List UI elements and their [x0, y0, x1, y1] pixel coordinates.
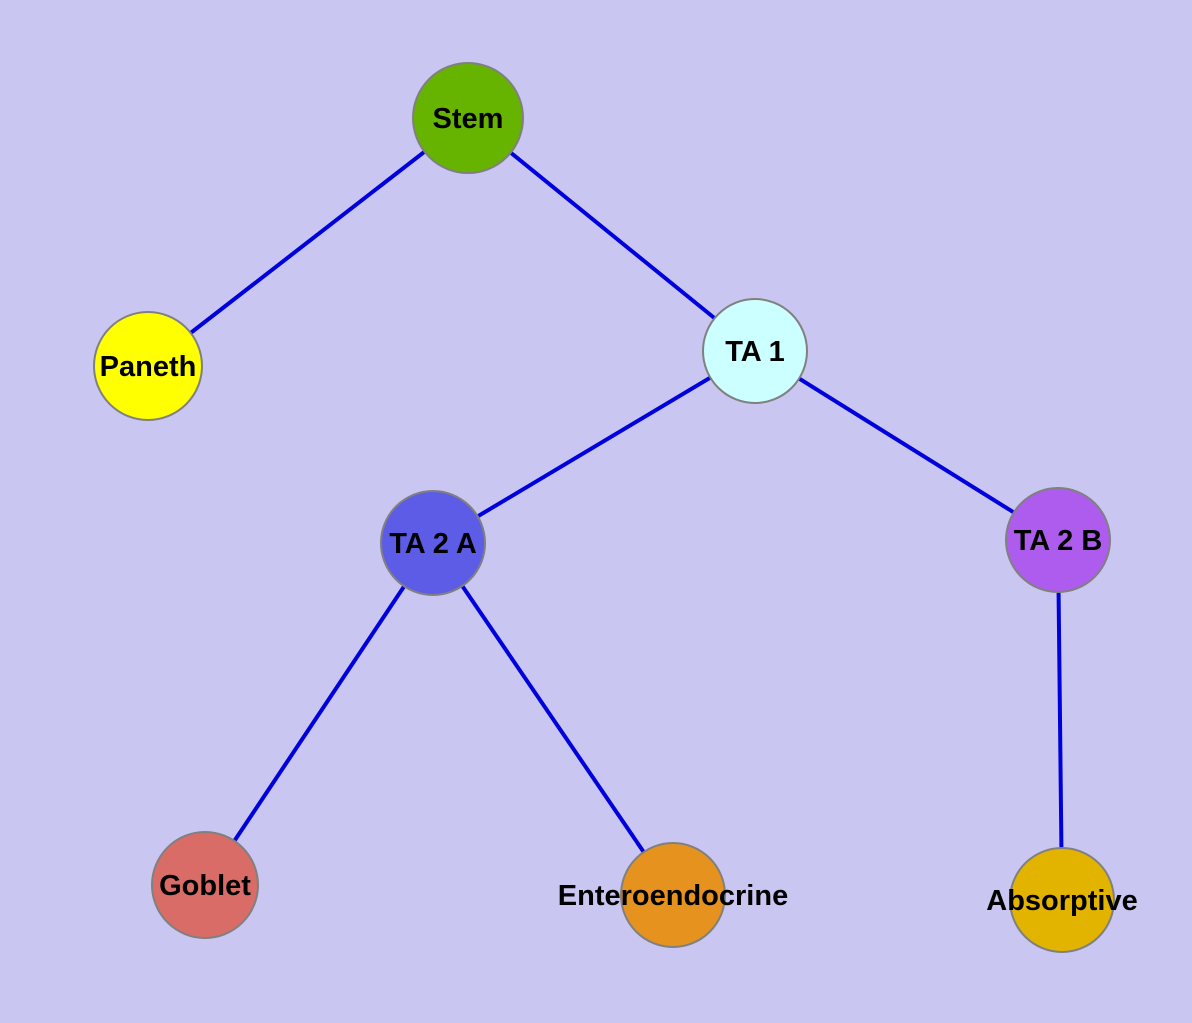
edge-ta1-ta2a	[431, 349, 757, 545]
edges-layer	[146, 116, 1064, 901]
node-enteroendocrine-circle[interactable]	[620, 842, 726, 948]
node-ta1-circle[interactable]	[702, 298, 808, 404]
edge-ta2b-absorptive	[1056, 539, 1064, 901]
node-ta2a-label: TA 2 A	[389, 528, 477, 560]
node-paneth-circle[interactable]	[93, 311, 203, 421]
node-ta1[interactable]: TA 1	[702, 298, 808, 404]
node-stem[interactable]: Stem	[412, 62, 524, 174]
node-absorptive-circle[interactable]	[1009, 847, 1115, 953]
edge-ta2a-enteroendocrine	[431, 541, 675, 897]
node-absorptive[interactable]: Absorptive	[986, 847, 1138, 953]
node-paneth-label: Paneth	[100, 351, 197, 383]
node-stem-circle[interactable]	[412, 62, 524, 174]
node-ta2a[interactable]: TA 2 A	[380, 490, 486, 596]
node-goblet[interactable]: Goblet	[151, 831, 259, 939]
node-enteroendocrine[interactable]: Enteroendocrine	[558, 842, 788, 948]
node-ta1-label: TA 1	[725, 336, 785, 368]
edge-ta1-ta2b	[753, 349, 1060, 542]
node-goblet-label: Goblet	[159, 870, 251, 902]
node-goblet-circle[interactable]	[151, 831, 259, 939]
node-paneth[interactable]: Paneth	[93, 311, 203, 421]
edge-stem-paneth	[146, 116, 470, 368]
edge-stem-ta1	[466, 116, 757, 353]
node-ta2b-circle[interactable]	[1005, 487, 1111, 593]
node-ta2a-circle[interactable]	[380, 490, 486, 596]
node-stem-label: Stem	[433, 103, 504, 135]
node-ta2b[interactable]: TA 2 B	[1005, 487, 1111, 593]
node-ta2b-label: TA 2 B	[1014, 525, 1103, 557]
node-enteroendocrine-label: Enteroendocrine	[558, 880, 788, 912]
edge-ta2a-goblet	[203, 541, 435, 887]
node-absorptive-label: Absorptive	[986, 885, 1137, 917]
